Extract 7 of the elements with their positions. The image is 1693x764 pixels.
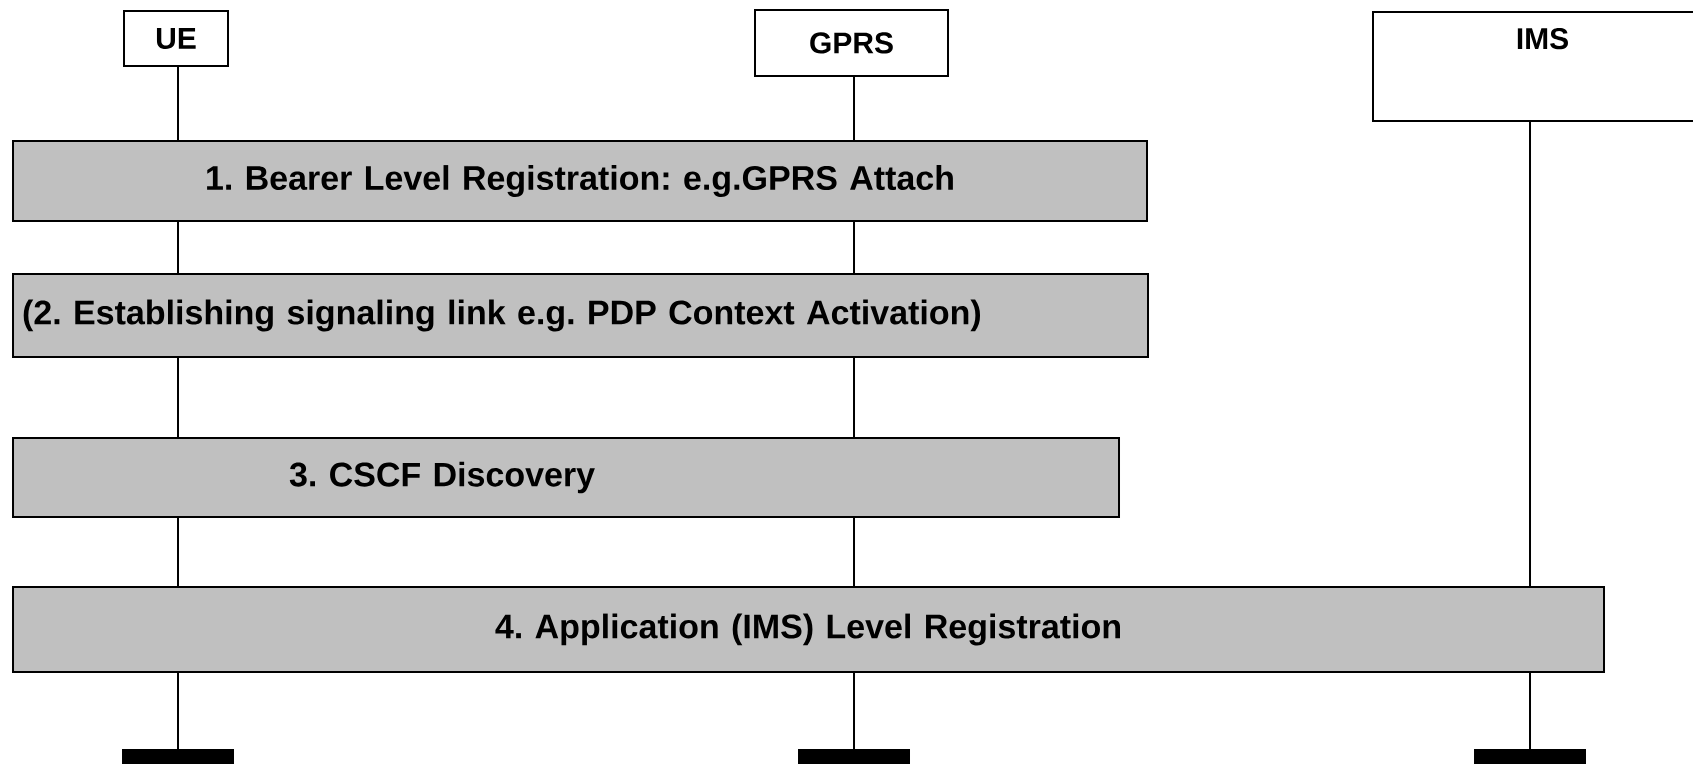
step-bar: 1. Bearer Level Registration: e.g.GPRS Attach xyxy=(12,140,1148,222)
entity-box: IMS xyxy=(1372,11,1693,122)
step-bar: 4. Application (IMS) Level Registration xyxy=(12,586,1605,673)
entity-box: GPRS xyxy=(754,9,949,77)
step-bar: 3. CSCF Discovery xyxy=(12,437,1120,518)
step-bar: (2. Establishing signaling link e.g. PDP Context Activation) xyxy=(12,273,1149,358)
entity-box: UE xyxy=(123,10,229,67)
